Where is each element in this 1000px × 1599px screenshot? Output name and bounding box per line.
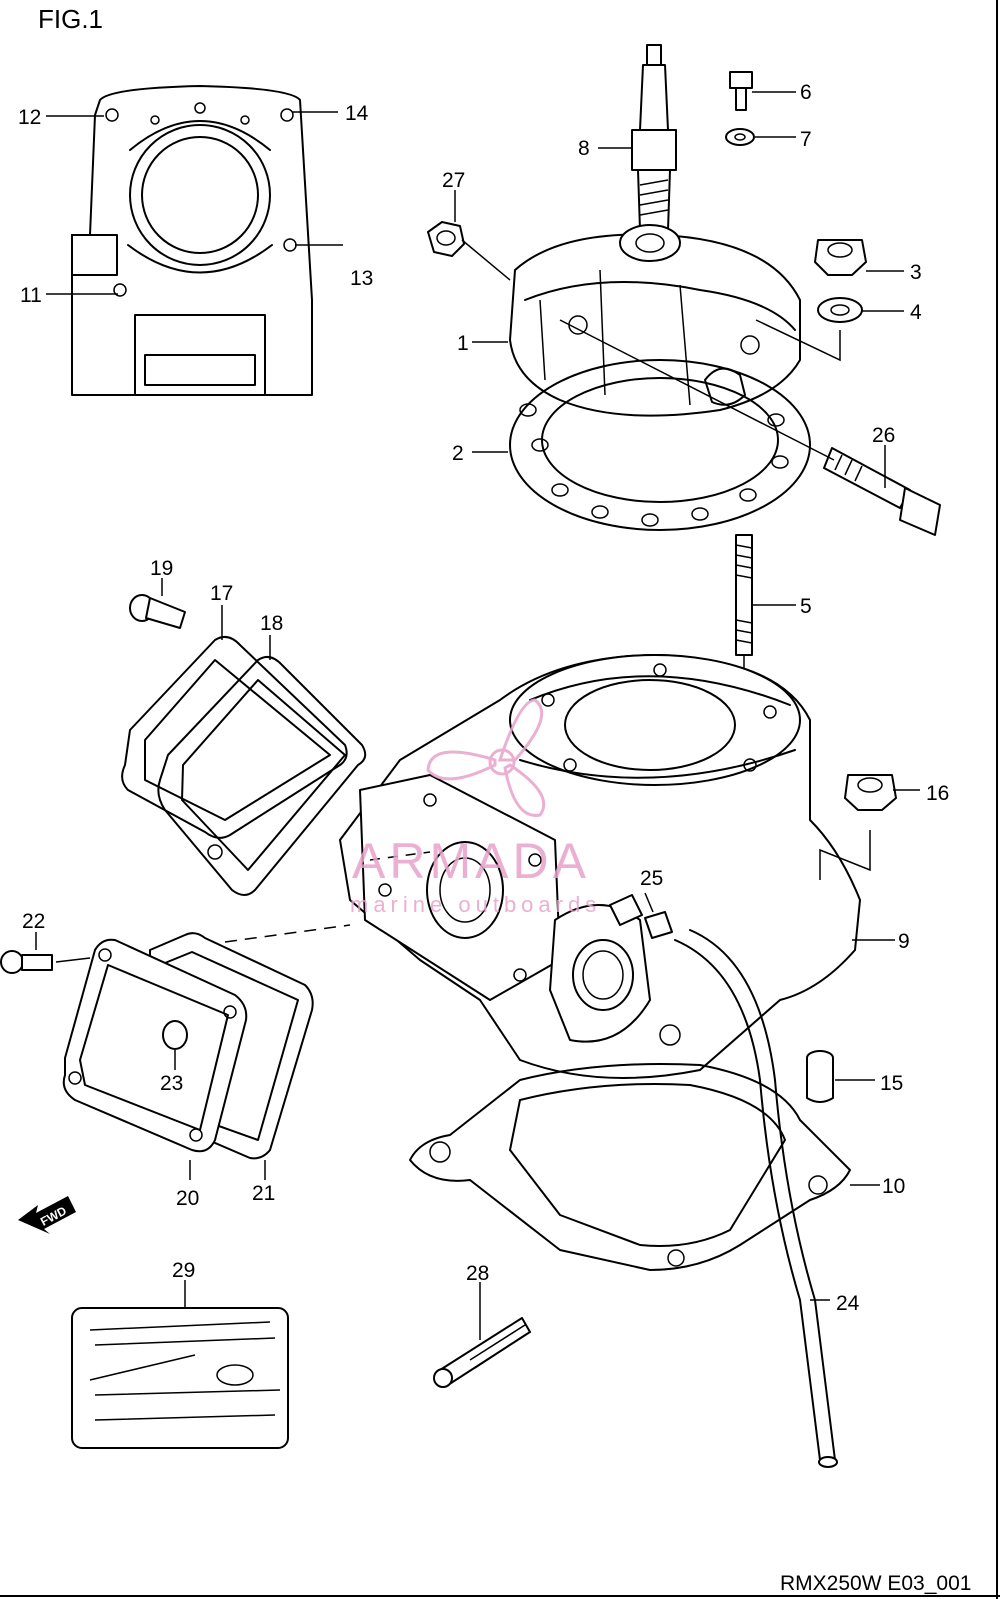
callout-7: 7	[800, 128, 812, 151]
cylinder-head-gasket	[509, 359, 811, 531]
callout-20: 20	[176, 1187, 199, 1210]
watermark-tagline: marine outboards	[350, 892, 601, 917]
callout-24: 24	[836, 1292, 860, 1315]
callout-23: 23	[160, 1072, 183, 1095]
callout-28: 28	[466, 1262, 489, 1285]
callout-22: 22	[22, 910, 45, 933]
callout-12: 12	[18, 106, 41, 129]
leader-lines	[35, 91, 920, 1340]
callout-21: 21	[252, 1182, 275, 1205]
callout-3: 3	[910, 261, 922, 284]
callout-6: 6	[800, 81, 812, 104]
callout-13: 13	[350, 267, 373, 290]
callout-4: 4	[910, 301, 922, 324]
label-sticker-29	[71, 1307, 289, 1449]
callout-5: 5	[800, 595, 812, 618]
callout-11: 11	[20, 284, 42, 307]
cylinder-head	[509, 224, 801, 417]
callout-27: 27	[442, 169, 465, 192]
reed-valve-gaskets	[121, 635, 367, 896]
washer-7	[725, 128, 755, 146]
bolt-6	[729, 71, 753, 111]
washer-4	[817, 297, 863, 323]
callout-8: 8	[578, 137, 590, 160]
forward-direction-badge: FWD	[18, 1196, 76, 1234]
clamp-25	[609, 894, 673, 939]
spacer-15	[806, 1050, 834, 1103]
figure-title: FIG.1	[38, 4, 103, 34]
watermark-brand: ARMADA	[352, 833, 590, 889]
bolt-26	[823, 447, 941, 536]
callout-16: 16	[926, 782, 949, 805]
figure-reference: RMX250W E03_001	[780, 1572, 971, 1595]
nut-3	[814, 239, 867, 276]
spark-plug	[631, 44, 677, 231]
watermark: ARMADA marine outboards	[350, 698, 601, 917]
callout-25: 25	[640, 867, 663, 890]
breather-hose	[674, 939, 821, 1461]
callout-2: 2	[452, 442, 464, 465]
callout-19: 19	[150, 557, 173, 580]
callout-17: 17	[210, 582, 233, 605]
cylinder-block	[339, 654, 861, 1079]
callout-29: 29	[172, 1259, 195, 1282]
callout-9: 9	[898, 930, 910, 953]
stud-5	[735, 534, 753, 656]
bolt-22	[0, 950, 53, 974]
callout-18: 18	[260, 612, 283, 635]
propeller-logo-icon	[426, 698, 546, 817]
callout-1: 1	[457, 332, 469, 355]
callout-numbers: 1 2 3 4 5 6 7 8 9 10 11 12 13 14 15 16 1…	[18, 81, 949, 1315]
callout-26: 26	[872, 424, 895, 447]
nut-16	[844, 774, 897, 811]
nut-27	[427, 221, 465, 257]
callout-10: 10	[882, 1175, 905, 1198]
cylinder-top-view-inset	[71, 85, 313, 396]
clip-28	[433, 1317, 531, 1388]
callout-14: 14	[345, 102, 369, 125]
cylinder-base-gasket	[409, 1063, 851, 1271]
bolt-19	[129, 594, 186, 629]
reed-cover-and-gasket	[62, 932, 314, 1160]
callout-15: 15	[880, 1072, 903, 1095]
